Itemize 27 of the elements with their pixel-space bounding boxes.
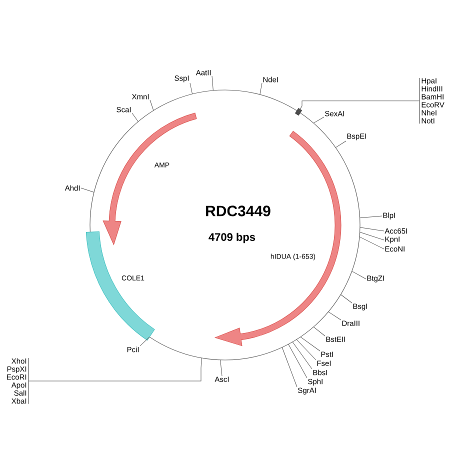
leader-line [352,270,366,280]
leader-line [260,82,262,95]
leader-line [313,116,324,124]
leader-line [360,232,384,240]
leader-line [288,344,308,378]
leader-line [220,360,222,376]
leader-line [313,326,326,336]
leader-line [360,227,384,232]
leader-line [212,76,214,91]
leader-line [282,347,298,388]
plasmid-size: 4709 bps [208,232,256,244]
leader-line [150,100,154,111]
leader-line [140,336,150,346]
leader-line [80,188,94,193]
leader-line [335,140,346,148]
leader-line [132,112,138,122]
leader-line [340,294,352,304]
leader-line [328,312,342,320]
leader-line [360,216,382,218]
leader-line [190,82,193,94]
leader-line [359,236,384,250]
leader-line [292,342,312,370]
leader-line [28,358,202,382]
leader-line [300,336,320,352]
leader-line [296,339,316,360]
map-title: RDC3449 [206,206,270,216]
leader-line [298,100,420,112]
